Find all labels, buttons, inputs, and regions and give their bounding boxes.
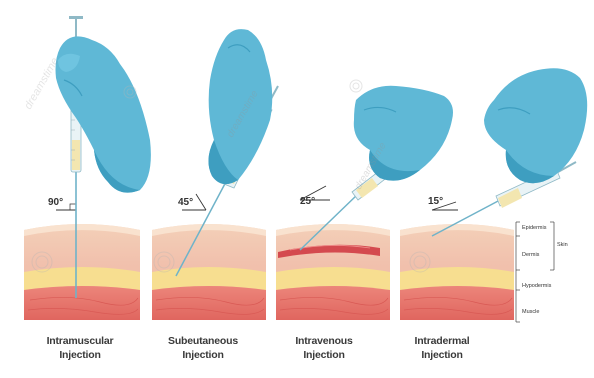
panel-title-intradermal: Intradermal Injection	[392, 334, 492, 362]
layer-label-dermis: Dermis	[522, 252, 539, 258]
title-line-1: Intradermal	[392, 334, 492, 348]
angle-label-intramuscular: 90°	[48, 197, 63, 208]
layer-label-muscle: Muscle	[522, 309, 539, 315]
tissue-block	[152, 224, 266, 320]
gloved-hand	[484, 68, 587, 183]
panel-title-subcutaneous: Subeutaneous Injection	[148, 334, 258, 362]
title-line-2: Injection	[392, 348, 492, 362]
panel-title-intravenous: Intravenous Injection	[274, 334, 374, 362]
layer-label-epidermis: Epidermis	[522, 225, 546, 231]
gloved-hand	[56, 36, 151, 192]
angle-label-intradermal: 15°	[428, 196, 443, 207]
layer-legend	[516, 222, 554, 322]
title-line-1: Intravenous	[274, 334, 374, 348]
layer-label-hypodermis: Hypodermis	[522, 283, 551, 289]
title-line-2: Injection	[274, 348, 374, 362]
panel-subcutaneous: dreamstime	[152, 29, 278, 320]
title-line-1: Subeutaneous	[148, 334, 258, 348]
panel-intramuscular: dreamstime	[22, 16, 151, 320]
title-line-1: Intramuscular	[30, 334, 130, 348]
panel-title-intramuscular: Intramuscular Injection	[30, 334, 130, 362]
title-line-2: Injection	[148, 348, 258, 362]
angle-label-intravenous: 25°	[300, 196, 315, 207]
layer-label-skin: Skin	[557, 242, 568, 248]
title-line-2: Injection	[30, 348, 130, 362]
svg-text:dreamstime: dreamstime	[22, 56, 61, 112]
tissue-block	[276, 224, 390, 320]
angle-label-subcutaneous: 45°	[178, 197, 193, 208]
